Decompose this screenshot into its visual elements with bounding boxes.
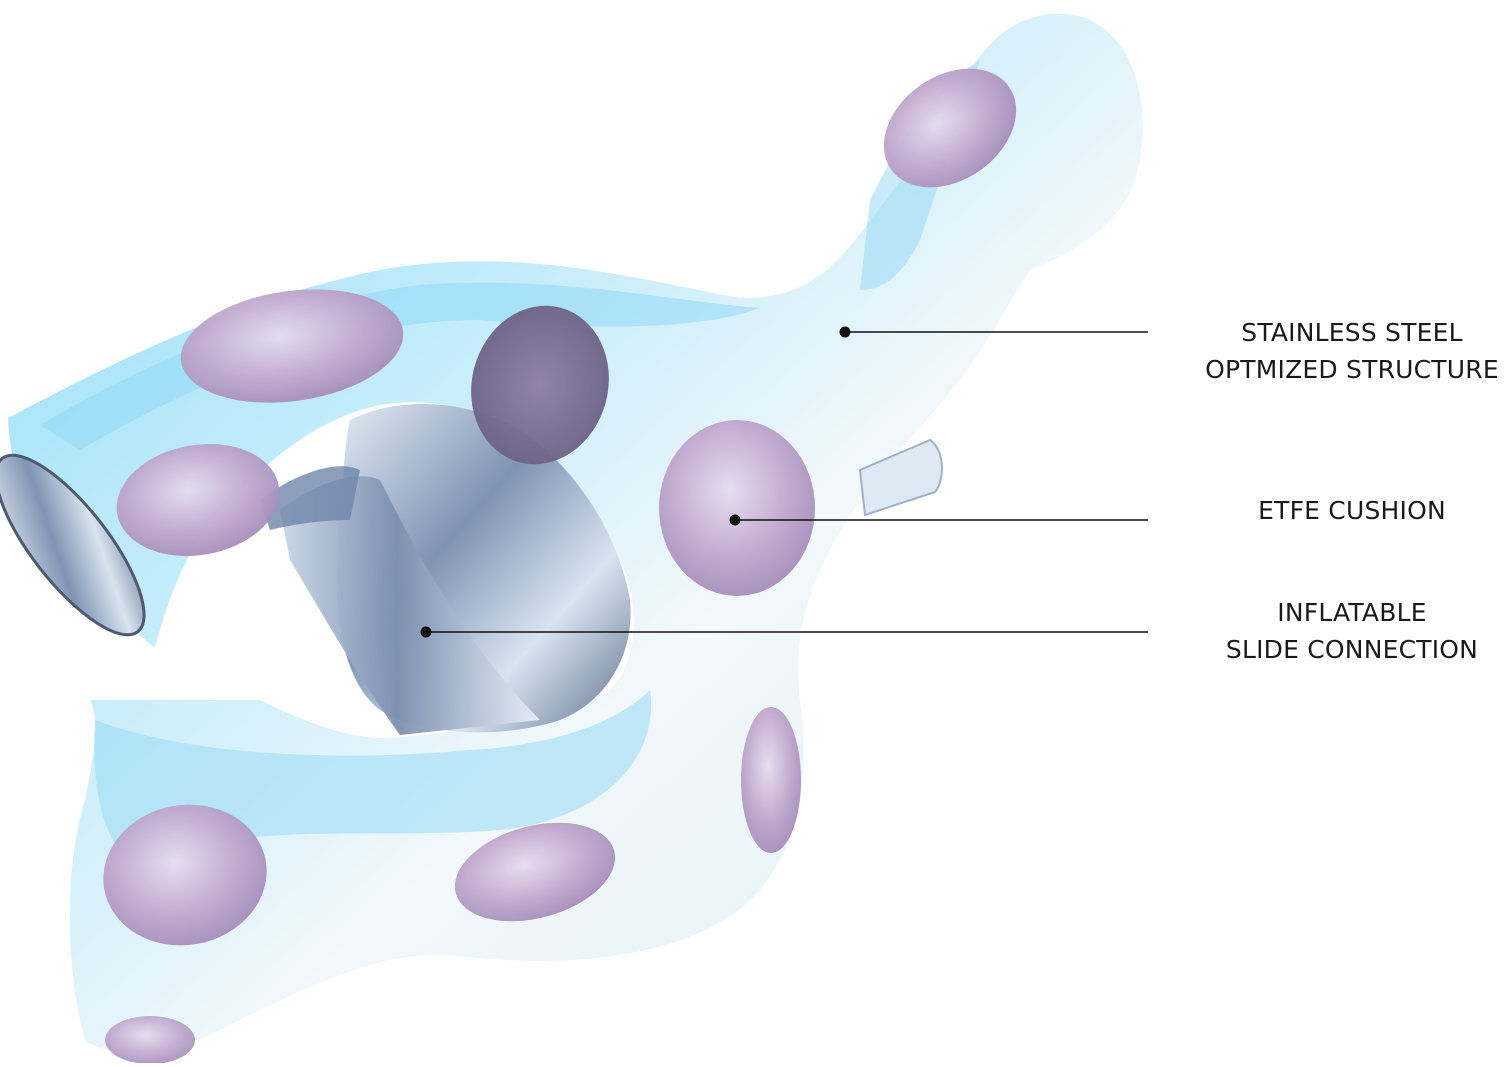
callout-steel-line-1: STAINLESS STEEL: [1196, 314, 1504, 351]
callout-stainless-steel: STAINLESS STEEL OPTMIZED STRUCTURE: [1196, 314, 1504, 388]
leader-dot-steel: [840, 327, 851, 338]
etfe-cushion-icon: [659, 420, 815, 596]
etfe-cushion-icon: [105, 1016, 195, 1063]
leader-dot-slide: [421, 627, 432, 638]
callout-inflatable-slide: INFLATABLE SLIDE CONNECTION: [1196, 594, 1504, 668]
etfe-cushion-icon: [741, 707, 801, 853]
callout-etfe-line-1: ETFE CUSHION: [1196, 492, 1504, 529]
leader-dot-etfe: [730, 515, 741, 526]
callout-slide-line-1: INFLATABLE: [1196, 594, 1504, 631]
callout-slide-line-2: SLIDE CONNECTION: [1196, 631, 1504, 668]
callout-steel-line-2: OPTMIZED STRUCTURE: [1196, 351, 1504, 388]
callout-etfe-cushion: ETFE CUSHION: [1196, 492, 1504, 529]
